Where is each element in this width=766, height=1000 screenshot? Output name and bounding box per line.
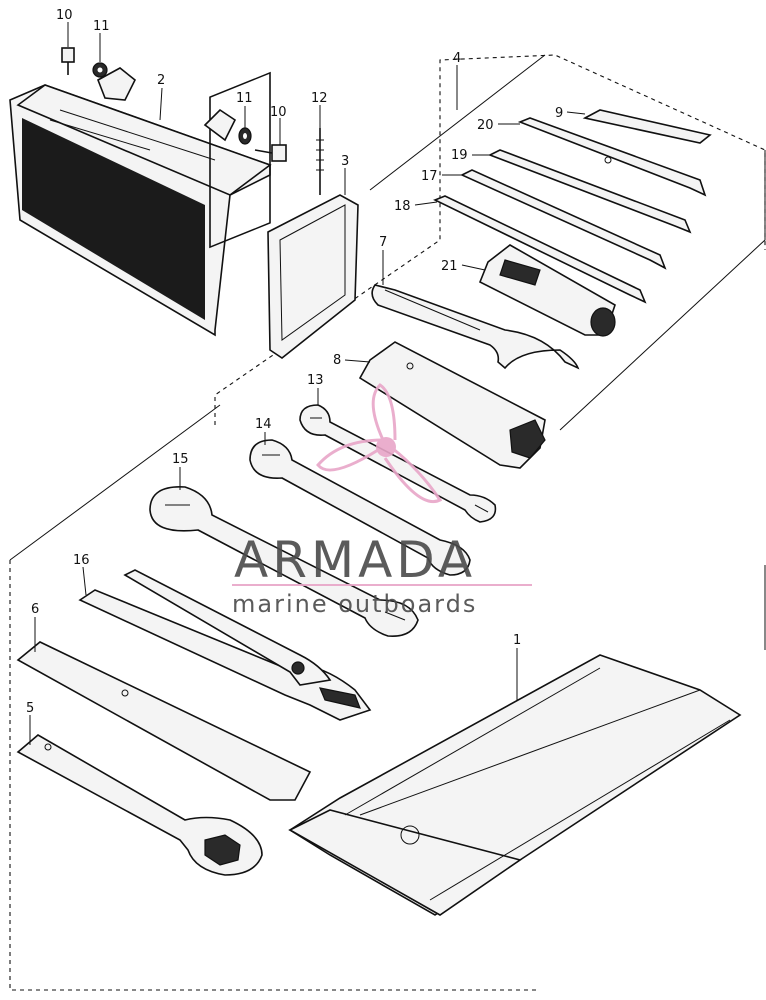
bolt-right bbox=[254, 144, 287, 162]
bolt-top-left bbox=[61, 47, 75, 75]
label-part-18: 18 bbox=[394, 199, 411, 214]
screwdriver-blade-part-9 bbox=[582, 109, 712, 144]
propeller-logo bbox=[316, 383, 443, 503]
tool-box-lid bbox=[267, 194, 359, 359]
label-part-20: 20 bbox=[477, 118, 494, 133]
hook-wrench-part-7 bbox=[371, 284, 580, 370]
label-part-9: 9 bbox=[555, 106, 563, 121]
leader-lines bbox=[29, 22, 586, 745]
label-part-19: 19 bbox=[451, 148, 468, 163]
label-part-6: 6 bbox=[31, 602, 39, 617]
label-part-13: 13 bbox=[307, 373, 324, 388]
label-part-15: 15 bbox=[172, 452, 189, 467]
flat-bar-part-6 bbox=[16, 641, 312, 801]
label-part-14: 14 bbox=[255, 417, 272, 432]
tool-box-bracket bbox=[96, 67, 237, 142]
part-numbers: 10 11 2 11 10 12 3 4 9 20 19 17 18 21 7 … bbox=[26, 8, 563, 716]
watermark-title: ARMADA bbox=[234, 531, 476, 589]
label-part-2: 2 bbox=[157, 73, 165, 88]
pliers-part-16 bbox=[78, 569, 372, 721]
label-part-12: 12 bbox=[311, 91, 328, 106]
open-end-wrench-part-13 bbox=[299, 404, 497, 523]
screwdriver-part-17 bbox=[460, 169, 667, 270]
label-part-4: 4 bbox=[453, 51, 461, 66]
group-outline-lines bbox=[9, 54, 766, 991]
screwdriver-part-19 bbox=[488, 149, 692, 234]
screwdriver-part-18 bbox=[433, 195, 647, 304]
socket-wrench-part-8 bbox=[358, 341, 546, 469]
washer-top-left bbox=[92, 62, 108, 78]
label-part-11: 11 bbox=[236, 91, 253, 106]
label-part-1: 1 bbox=[513, 633, 521, 648]
screw-part-12 bbox=[316, 128, 324, 195]
label-part-10: 10 bbox=[56, 8, 73, 23]
label-part-11: 11 bbox=[93, 19, 110, 34]
washer-right bbox=[238, 127, 252, 145]
label-part-10: 10 bbox=[270, 105, 287, 120]
ring-spanner-part-5 bbox=[16, 734, 263, 876]
tool-bag-part-1 bbox=[288, 654, 742, 916]
label-part-5: 5 bbox=[26, 701, 34, 716]
tool-box-body bbox=[9, 71, 272, 337]
watermark-subtitle: marine outboards bbox=[232, 590, 477, 618]
label-part-3: 3 bbox=[341, 154, 349, 169]
label-part-7: 7 bbox=[379, 235, 387, 250]
label-part-17: 17 bbox=[421, 169, 438, 184]
screwdriver-part-20 bbox=[517, 117, 707, 197]
armada-watermark: ARMADA marine outboards bbox=[232, 383, 532, 618]
screwdriver-handle-part-21 bbox=[478, 244, 616, 337]
label-part-21: 21 bbox=[441, 259, 458, 274]
label-part-8: 8 bbox=[333, 353, 341, 368]
label-part-16: 16 bbox=[73, 553, 90, 568]
open-end-wrench-part-15 bbox=[149, 486, 419, 637]
open-end-wrench-part-14 bbox=[249, 439, 471, 576]
